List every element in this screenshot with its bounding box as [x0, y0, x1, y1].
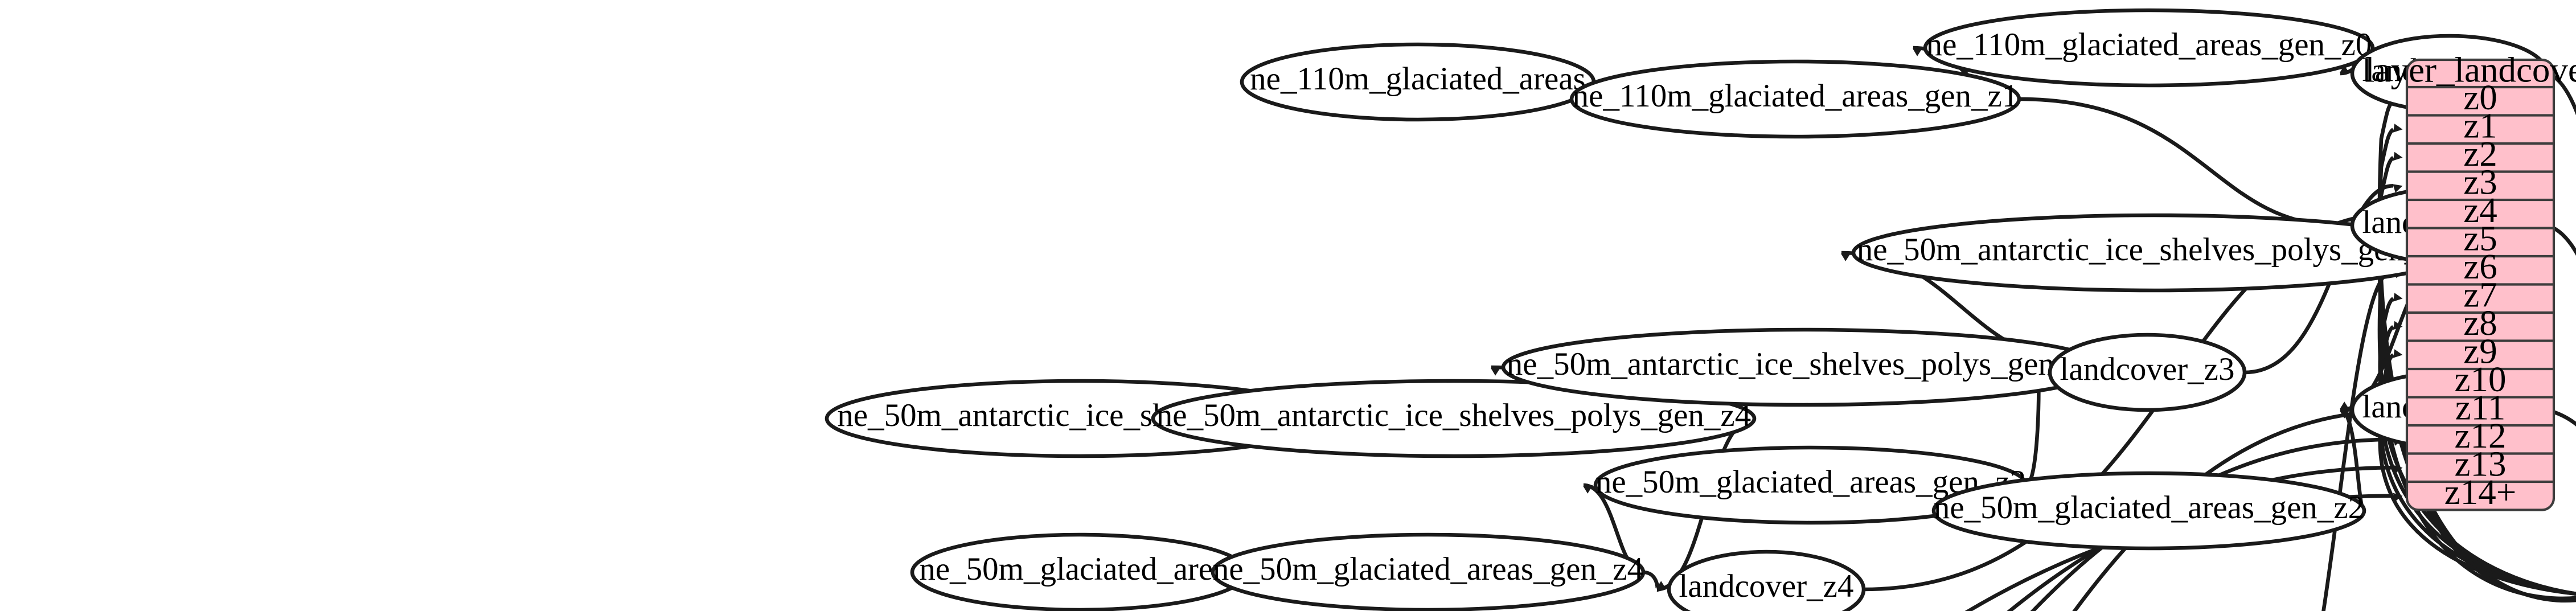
- node-label: ne_50m_antarctic_ice_shelves_polys_gen_z…: [1156, 397, 1751, 433]
- node-ne_50m_antarctic_ice_shelves_polys_gen_z3[interactable]: ne_50m_antarctic_ice_shelves_polys_gen_z…: [1501, 327, 2107, 407]
- node-label: ne_50m_antarctic_ice_shelves_polys_gen_z…: [1507, 346, 2101, 382]
- table-row-z14+[interactable]: z14+: [2444, 472, 2516, 512]
- edge-arrowhead: [1913, 47, 1923, 56]
- table-header-label: layer_landcover: [2365, 50, 2576, 89]
- node-ellipse: [2048, 333, 2247, 412]
- node-ellipse: [1569, 59, 2021, 139]
- table-row-z1[interactable]: z1: [2463, 106, 2497, 146]
- node-ellipse: [1151, 379, 1757, 458]
- node-label: landcover_z4: [1679, 568, 1854, 604]
- edge-landcover_z5--to--layer_landcover-z5: [2377, 240, 2576, 601]
- node-ne_50m_glaciated_areas_gen_z2[interactable]: ne_50m_glaciated_areas_gen_z2: [1931, 471, 2366, 551]
- node-landcover_z4[interactable]: landcover_z4: [1667, 550, 1866, 611]
- node-layer: imposm3osm_landcover_polygonsimplify_vw_…: [825, 8, 2549, 611]
- node-label: ne_110m_glaciated_areas_gen_z0: [1926, 27, 2372, 63]
- node-ne_50m_antarctic_ice_shelves_polys_gen_z4[interactable]: ne_50m_antarctic_ice_shelves_polys_gen_z…: [1151, 379, 1757, 458]
- table-row-z9[interactable]: z9: [2463, 331, 2497, 371]
- edge-arrowhead: [2393, 151, 2403, 161]
- edge-osm_landcover_gen_z10--to--layer_landcover-z10: [2378, 382, 2576, 596]
- edge-arrowhead: [2340, 65, 2350, 73]
- table-row-z10[interactable]: z10: [2455, 359, 2507, 399]
- table-row-z2[interactable]: z2: [2463, 134, 2497, 174]
- table-row-z8[interactable]: z8: [2463, 303, 2497, 343]
- table-row-z3[interactable]: z3: [2463, 162, 2497, 202]
- node-landcover_z3[interactable]: landcover_z3: [2048, 333, 2247, 412]
- edge-ne_50m_glaciated_areas_gen_z4--to--landcover_z4: [1643, 570, 1659, 592]
- table-row-z7[interactable]: z7: [2463, 275, 2497, 315]
- node-ellipse: [1923, 8, 2375, 88]
- edge-arrowhead: [2393, 321, 2403, 330]
- edge-arrowhead: [2393, 465, 2403, 474]
- node-label: ne_50m_antarctic_ice_shelves_polys_gen_z…: [1857, 232, 2451, 268]
- edge-arrowhead: [1841, 252, 1851, 261]
- node-ne_110m_glaciated_areas[interactable]: ne_110m_glaciated_areas: [1240, 42, 1596, 122]
- table-row-z4[interactable]: z4: [2463, 190, 2497, 230]
- edge-arrowhead: [2393, 184, 2403, 193]
- edge-ne_110m_glaciated_areas_gen_z1--to--landcover_z1: [2019, 97, 2341, 228]
- table-row-z12[interactable]: z12: [2455, 416, 2507, 456]
- node-label: ne_110m_glaciated_areas_gen_z1: [1573, 78, 2019, 114]
- layer-landcover-table: layer_landcoverz0z1z2z3z4z5z6z7z8z9z10z1…: [2365, 50, 2576, 512]
- edge-arrowhead: [1656, 583, 1667, 592]
- edge-osm_landcover_polygon--to--layer_landcover-z14+: [1964, 494, 2394, 611]
- edge-arrowhead: [2393, 124, 2403, 133]
- table-row-z6[interactable]: z6: [2463, 247, 2497, 286]
- node-ellipse: [1667, 550, 1866, 611]
- table-row-z13[interactable]: z13: [2455, 444, 2507, 484]
- table-row-z11[interactable]: z11: [2455, 388, 2506, 428]
- node-label: ne_50m_glaciated_areas_gen_z4: [1213, 551, 1643, 587]
- edge-arrowhead: [2340, 401, 2350, 410]
- node-ne_110m_glaciated_areas_gen_z0[interactable]: ne_110m_glaciated_areas_gen_z0: [1923, 8, 2375, 88]
- node-ellipse: [1931, 471, 2366, 551]
- table-row-z0[interactable]: z0: [2463, 77, 2497, 117]
- edge-arrowhead: [2393, 349, 2403, 358]
- edge-arrowhead: [2393, 293, 2403, 302]
- edge-arrowhead: [2393, 493, 2403, 502]
- table-row-z5[interactable]: z5: [2463, 219, 2497, 259]
- node-ellipse: [1211, 532, 1646, 611]
- node-label: ne_50m_glaciated_areas: [919, 551, 1240, 587]
- node-ne_110m_glaciated_areas_gen_z1[interactable]: ne_110m_glaciated_areas_gen_z1: [1569, 59, 2021, 139]
- node-label: ne_50m_glaciated_areas_gen_z2: [1934, 490, 2364, 526]
- node-label: ne_110m_glaciated_areas: [1250, 61, 1586, 97]
- node-label: landcover_z3: [2060, 351, 2235, 387]
- node-ne_50m_glaciated_areas[interactable]: ne_50m_glaciated_areas: [910, 532, 1249, 611]
- edge-arrowhead: [1491, 367, 1501, 376]
- edge-arrowhead: [1583, 485, 1593, 494]
- edge-landcover_z6--to--layer_landcover-z6: [2321, 268, 2394, 611]
- node-ne_50m_glaciated_areas_gen_z4[interactable]: ne_50m_glaciated_areas_gen_z4: [1211, 532, 1646, 611]
